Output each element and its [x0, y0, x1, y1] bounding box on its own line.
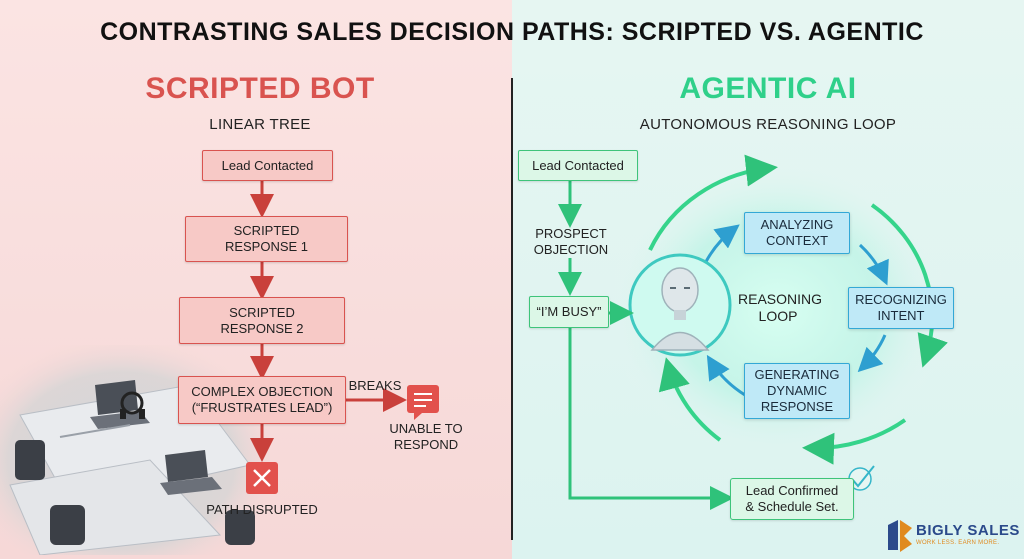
office-illustration — [0, 345, 270, 555]
panel-divider — [511, 78, 513, 540]
complex-objection-node: COMPLEX OBJECTION (“FRUSTRATES LEAD”) — [178, 376, 346, 424]
path-disrupted-label: PATH DISRUPTED — [206, 502, 318, 517]
breaks-label: BREAKS — [348, 378, 402, 393]
linear-tree-subheading: LINEAR TREE — [209, 116, 311, 133]
reasoning-loop-label: REASONING LOOP — [738, 291, 823, 324]
scripted-response-2-node: SCRIPTED RESPONSE 2 — [179, 297, 345, 344]
lead-confirmed-node: Lead Confirmed & Schedule Set. — [730, 478, 854, 520]
recognizing-intent-node: RECOGNIZING INTENT — [848, 287, 954, 329]
chat-bubble-icon — [407, 385, 439, 420]
logo-mark-icon — [888, 520, 912, 552]
unable-to-respond-label: UNABLE TO RESPOND — [389, 421, 463, 452]
scripted-response-1-node: SCRIPTED RESPONSE 1 — [185, 216, 348, 262]
prospect-objection-label: PROSPECT OBJECTION — [533, 226, 609, 257]
checkmark-icon — [848, 465, 875, 491]
logo-tagline: WORK LESS. EARN MORE. — [916, 540, 1000, 546]
agentic-lead-contacted-node: Lead Contacted — [518, 150, 638, 181]
analyzing-context-node: ANALYZING CONTEXT — [744, 212, 850, 254]
bigly-sales-logo: BIGLY SALES WORK LESS. EARN MORE. — [884, 518, 1020, 556]
lead-contacted-node: Lead Contacted — [202, 150, 333, 181]
x-mark-icon — [246, 462, 278, 494]
im-busy-node: “I’M BUSY” — [529, 296, 609, 328]
agentic-arrows — [558, 180, 734, 510]
scripted-arrows — [250, 180, 407, 462]
robot-head-icon — [628, 253, 732, 357]
generating-response-node: GENERATING DYNAMIC RESPONSE — [744, 363, 850, 419]
main-title: CONTRASTING SALES DECISION PATHS: SCRIPT… — [100, 18, 924, 46]
scripted-bot-heading: SCRIPTED BOT — [145, 72, 375, 105]
reasoning-loop-subheading: AUTONOMOUS REASONING LOOP — [639, 116, 897, 133]
logo-name: BIGLY SALES — [916, 522, 1020, 539]
agentic-ai-heading: AGENTIC AI — [679, 72, 857, 105]
outer-green-loop — [648, 154, 948, 465]
